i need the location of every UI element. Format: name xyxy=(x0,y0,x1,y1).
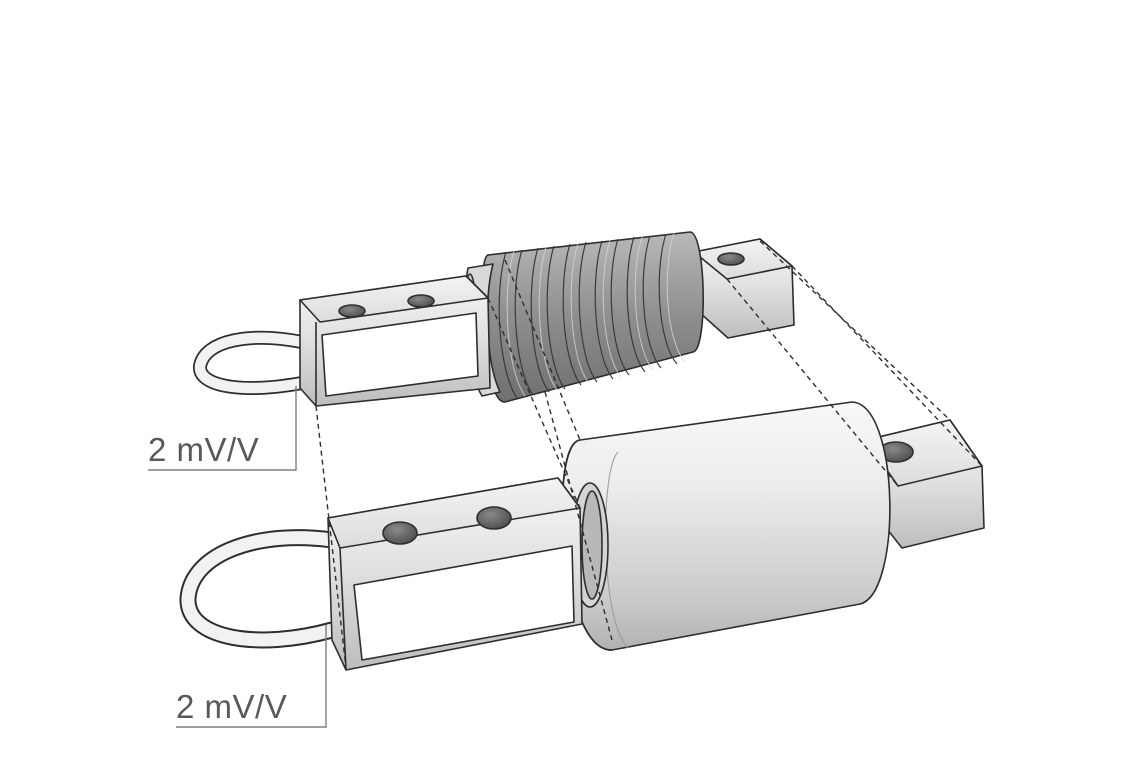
bottom-label-plate xyxy=(353,545,575,661)
top-callout-leader xyxy=(148,386,297,471)
top-output-label: 2 mV/V xyxy=(148,431,260,468)
top-mount-hole-2 xyxy=(407,294,435,308)
top-label-plate xyxy=(321,312,479,397)
bottom-load-cell xyxy=(179,401,985,671)
top-load-cell xyxy=(193,231,795,407)
bottom-mount-hole-2 xyxy=(476,506,512,530)
top-bellows-ribs xyxy=(498,233,678,399)
bottom-cylinder-body xyxy=(561,401,891,651)
bottom-callout-leader xyxy=(176,625,327,728)
top-right-bolt-hole xyxy=(717,252,745,266)
bottom-output-label: 2 mV/V xyxy=(176,688,288,725)
bottom-mount-hole-1 xyxy=(382,521,418,545)
callout-leaders xyxy=(148,386,327,728)
top-mount-hole-1 xyxy=(338,304,366,318)
projection-lines xyxy=(315,240,983,669)
